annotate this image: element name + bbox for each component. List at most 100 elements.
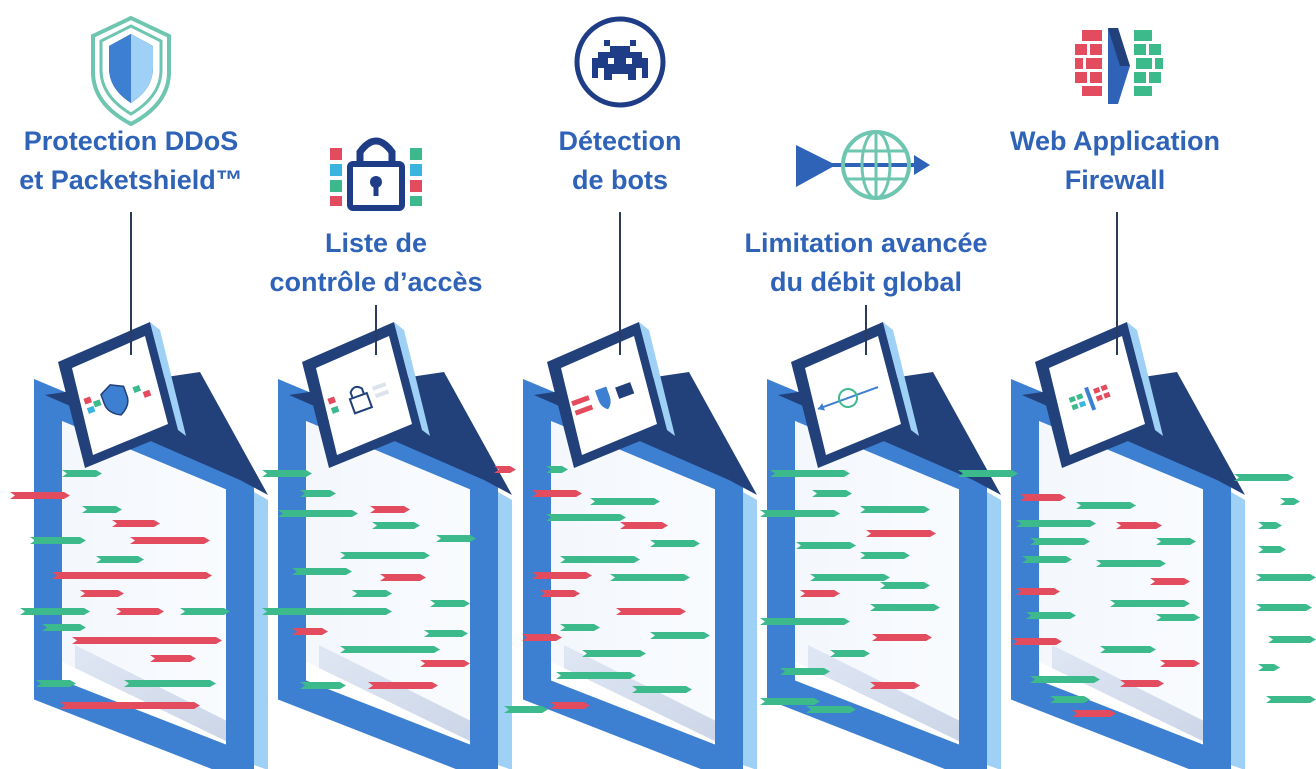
gate-ddos <box>34 322 268 769</box>
label-acl-line-1: Liste de <box>324 228 428 258</box>
blocked-traffic-arrow <box>532 490 582 497</box>
space-invader-icon <box>574 16 666 108</box>
allowed-traffic-arrow <box>610 574 690 581</box>
allowed-traffic-arrow <box>770 470 850 477</box>
blocked-traffic-arrow <box>368 682 438 689</box>
blocked-traffic-arrow <box>52 572 212 579</box>
allowed-traffic-arrow <box>556 672 636 679</box>
blocked-traffic-arrow <box>616 608 686 615</box>
firewall-wall-icon <box>1075 28 1163 104</box>
allowed-traffic-arrow <box>1100 646 1156 653</box>
allowed-traffic-arrow <box>760 510 840 517</box>
blocked-traffic-arrow <box>72 637 222 644</box>
allowed-traffic-arrow <box>82 506 122 513</box>
allowed-traffic-arrow <box>880 582 930 589</box>
allowed-traffic-arrow <box>42 624 86 631</box>
allowed-traffic-arrow <box>352 590 392 597</box>
allowed-traffic-arrow <box>340 552 430 559</box>
traffic-arrows <box>10 466 1316 717</box>
allowed-traffic-arrow <box>292 568 352 575</box>
blocked-traffic-arrow <box>10 492 70 499</box>
blocked-traffic-arrow <box>112 520 160 527</box>
allowed-traffic-arrow <box>958 470 1018 477</box>
blocked-traffic-arrow <box>620 522 668 529</box>
allowed-traffic-arrow <box>796 542 856 549</box>
label-ddos-line-2: et Packetshield™ <box>19 165 243 195</box>
screen-rate-glyph <box>817 386 879 411</box>
label-acl: Liste de contrôle d’accès <box>248 224 504 302</box>
allowed-traffic-arrow <box>96 556 144 563</box>
blocked-traffic-arrow <box>872 634 932 641</box>
allowed-traffic-arrow <box>860 506 930 513</box>
allowed-traffic-arrow <box>870 604 940 611</box>
allowed-traffic-arrow <box>806 706 856 713</box>
label-acl-line-2: contrôle d’accès <box>269 267 483 297</box>
padlock-icon <box>330 137 422 211</box>
allowed-traffic-arrow <box>760 698 820 705</box>
label-ddos-line-1: Protection DDoS <box>23 126 239 156</box>
allowed-traffic-arrow <box>1156 614 1200 621</box>
label-bots-line-1: Détection <box>558 126 682 156</box>
blocked-traffic-arrow <box>1120 680 1164 687</box>
allowed-traffic-arrow <box>1030 676 1100 683</box>
allowed-traffic-arrow <box>1280 498 1300 505</box>
blocked-traffic-arrow <box>1016 588 1060 595</box>
allowed-traffic-arrow <box>1016 520 1096 527</box>
allowed-traffic-arrow <box>180 608 230 615</box>
blocked-traffic-arrow <box>420 660 470 667</box>
screen-ddos-glyph <box>83 384 152 416</box>
label-rate: Limitation avancée du débit global <box>716 224 1016 302</box>
blocked-traffic-arrow <box>1150 578 1190 585</box>
blocked-traffic-arrow <box>370 506 410 513</box>
blocked-traffic-arrow <box>60 702 200 709</box>
allowed-traffic-arrow <box>504 706 548 713</box>
allowed-traffic-arrow <box>300 490 336 497</box>
blocked-traffic-arrow <box>1160 660 1200 667</box>
screen-waf-glyph <box>1068 384 1111 411</box>
blocked-traffic-arrow <box>116 608 164 615</box>
allowed-traffic-arrow <box>1266 696 1316 703</box>
allowed-traffic-arrow <box>30 537 86 544</box>
blocked-traffic-arrow <box>380 574 426 581</box>
allowed-traffic-arrow <box>582 650 646 657</box>
allowed-traffic-arrow <box>632 686 692 693</box>
allowed-traffic-arrow <box>262 470 312 477</box>
screen-acl-glyph <box>327 382 390 415</box>
allowed-traffic-arrow <box>810 574 890 581</box>
allowed-traffic-arrow <box>760 618 850 625</box>
blocked-traffic-arrow <box>494 466 516 473</box>
allowed-traffic-arrow <box>1030 538 1090 545</box>
allowed-traffic-arrow <box>1022 556 1072 563</box>
allowed-traffic-arrow <box>1096 560 1166 567</box>
allowed-traffic-arrow <box>780 668 830 675</box>
shield-icon <box>91 15 171 127</box>
label-waf: Web Application Firewall <box>980 122 1250 200</box>
allowed-traffic-arrow <box>650 540 700 547</box>
gate-acl <box>278 322 512 769</box>
allowed-traffic-arrow <box>1258 664 1280 671</box>
label-waf-line-1: Web Application <box>1009 126 1220 156</box>
allowed-traffic-arrow <box>124 680 216 687</box>
gate-bots <box>523 322 757 769</box>
blocked-traffic-arrow <box>292 628 328 635</box>
allowed-traffic-arrow <box>36 680 76 687</box>
label-bots: Détection de bots <box>520 122 720 200</box>
allowed-traffic-arrow <box>436 535 476 542</box>
allowed-traffic-arrow <box>1026 612 1076 619</box>
label-bots-line-2: de bots <box>571 165 668 195</box>
allowed-traffic-arrow <box>1256 604 1312 611</box>
screen-bots-glyph <box>571 382 635 416</box>
blocked-traffic-arrow <box>540 590 580 597</box>
blocked-traffic-arrow <box>866 530 936 537</box>
allowed-traffic-arrow <box>424 630 468 637</box>
blocked-traffic-arrow <box>1020 494 1066 501</box>
blocked-traffic-arrow <box>80 590 124 597</box>
gate-waf <box>1011 322 1245 769</box>
allowed-traffic-arrow <box>278 510 358 517</box>
allowed-traffic-arrow <box>812 490 852 497</box>
blocked-traffic-arrow <box>1072 710 1116 717</box>
allowed-traffic-arrow <box>1256 574 1316 581</box>
allowed-traffic-arrow <box>300 682 346 689</box>
allowed-traffic-arrow <box>1234 474 1294 481</box>
globe-arrow-icon <box>796 130 930 200</box>
